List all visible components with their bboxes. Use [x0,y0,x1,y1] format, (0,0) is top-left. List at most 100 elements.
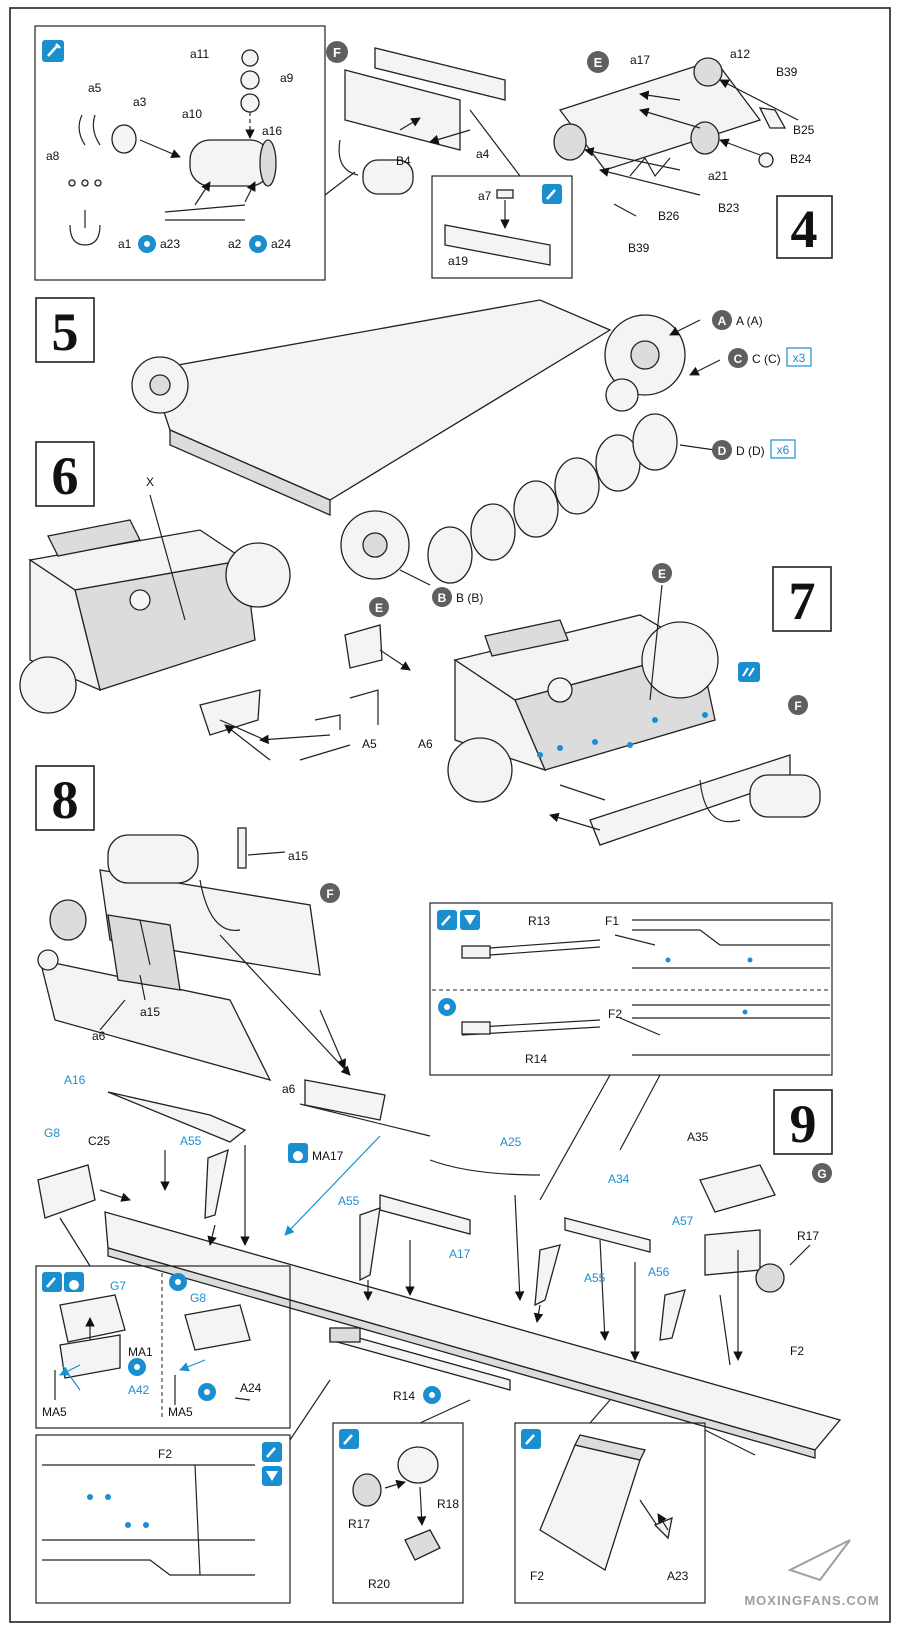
label-A25: A25 [500,1135,522,1149]
glue-icon [339,1429,359,1449]
multiplier-C: x3 [793,351,806,365]
step-4-number: 4 [776,195,833,259]
label-a2: a2 [228,237,242,251]
label-set-B: B (B) [456,591,483,605]
option-icon [249,235,267,253]
svg-text:9: 9 [790,1094,817,1154]
badge-E-step7: E [652,563,672,583]
rear-hull-drawing-step6 [19,494,411,761]
label-A34: A34 [608,1172,630,1186]
set-B-callout: B B (B) [432,587,483,607]
svg-text:5: 5 [52,302,79,362]
svg-text:F: F [333,45,341,60]
glue-icon [42,1272,62,1292]
label-F2-left: F2 [158,1447,172,1461]
svg-text:F: F [326,887,333,901]
f1-f2-options-box [429,902,833,1076]
label-A17: A17 [449,1247,471,1261]
badge-F-step4: F [326,41,348,63]
label-set-C: C (C) [752,352,781,366]
label-a6-right: a6 [282,1082,296,1096]
label-F2-main: F2 [790,1344,804,1358]
label-MA5-left: MA5 [42,1405,67,1419]
label-a11: a11 [190,47,209,61]
callout-line [419,1399,471,1424]
label-F2-detail: F2 [530,1569,544,1583]
label-F1: F1 [605,914,619,928]
label-A5: A5 [362,737,377,751]
label-R13: R13 [528,914,550,928]
f2-detail-box [35,1379,331,1604]
label-F2-option: F2 [608,1007,622,1021]
label-MA5-right: MA5 [168,1405,193,1419]
glue-icon [521,1429,541,1449]
set-C-callout: C C (C) x3 [728,347,812,368]
callout-line [539,1074,611,1201]
label-A55-right: A55 [584,1271,606,1285]
label-A6: A6 [418,737,433,751]
label-G7: G7 [110,1279,126,1293]
label-B24: B24 [790,152,812,166]
label-MA17: MA17 [312,1149,344,1163]
label-a19: a19 [448,254,468,268]
label-set-A: A (A) [736,314,763,328]
badge-E-step6: E [369,597,389,617]
label-a10: a10 [182,107,202,121]
option-icon [138,235,156,253]
label-A57: A57 [672,1214,694,1228]
label-a15-top: a15 [288,849,308,863]
label-a5: a5 [88,81,102,95]
label-B25: B25 [793,123,815,137]
label-a1: a1 [118,237,132,251]
label-R18: R18 [437,1497,459,1511]
label-B26: B26 [658,209,680,223]
label-C25: C25 [88,1134,110,1148]
cement-icon [738,662,760,682]
svg-text:4: 4 [791,199,818,259]
label-R14-option: R14 [525,1052,547,1066]
label-a21: a21 [708,169,728,183]
label-A56: A56 [648,1265,670,1279]
remove-icon [262,1466,282,1486]
label-a15-bottom: a15 [140,1005,160,1019]
badge-G: G [812,1163,832,1183]
svg-text:B: B [438,591,447,605]
g7-g8-detail-box [35,1217,291,1429]
set-A-callout: A A (A) [712,310,763,330]
svg-text:E: E [658,567,666,581]
step-5-number: 5 [35,297,95,363]
set-D-callout: D D (D) x6 [712,439,796,460]
cement-points [537,712,708,758]
option-icon [423,1386,441,1404]
label-set-D: D (D) [736,444,765,458]
fender-drawing [37,1091,842,1459]
label-X: X [146,475,154,489]
label-a12: a12 [730,47,750,61]
road-wheels [427,413,678,584]
hull-suspension-drawing [131,299,721,586]
option-icon [438,998,456,1016]
page-border [9,7,891,1623]
paint-icon [64,1272,84,1292]
label-a6-left: a6 [92,1029,106,1043]
label-a23: a23 [160,237,180,251]
label-R14-main: R14 [393,1389,415,1403]
badge-F-step8: F [320,883,340,903]
glue-icon [42,40,64,62]
label-B4: B4 [396,154,411,168]
remove-icon [460,910,480,930]
label-R20: R20 [368,1577,390,1591]
badge-F-step7: F [788,695,808,715]
svg-text:F: F [794,699,801,713]
label-A55-center: A55 [338,1194,360,1208]
svg-text:8: 8 [52,770,79,830]
svg-text:6: 6 [52,446,79,506]
label-a9: a9 [280,71,294,85]
r17-r18-r20-detail-box [332,1422,464,1604]
svg-text:7: 7 [789,571,816,631]
option-icon [128,1358,146,1376]
label-MA1: MA1 [128,1345,153,1359]
svg-text:A: A [718,314,727,328]
glue-icon [542,184,562,204]
